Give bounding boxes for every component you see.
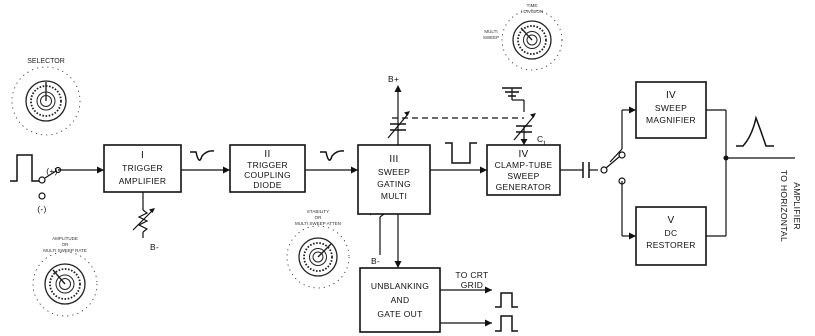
svg-text:I: I bbox=[141, 150, 144, 161]
waveform-gate-pulse bbox=[445, 142, 477, 164]
block-trigger-coupling-diode: II TRIGGER COUPLING DIODE bbox=[229, 144, 306, 193]
ground-symbol-icon bbox=[502, 87, 522, 97]
amplitude-knob bbox=[32, 251, 98, 317]
to-crt-label: TO CRT bbox=[455, 270, 488, 280]
svg-text:SWEEP: SWEEP bbox=[507, 171, 539, 181]
amplitude-knob-label: AMPLITUDE bbox=[52, 236, 78, 241]
svg-text:IV: IV bbox=[518, 149, 528, 160]
svg-text:TRIGGER: TRIGGER bbox=[122, 163, 163, 173]
timing-capacitor-icon bbox=[513, 113, 536, 141]
waveform-sawtooth bbox=[736, 115, 774, 147]
block-clamp-tube-sweep-generator: IV CLAMP-TUBE SWEEP GENERATOR bbox=[486, 144, 561, 196]
amplifier-label: AMPLIFIER bbox=[792, 182, 802, 230]
selector-knob-label: SELECTOR bbox=[27, 58, 65, 65]
polarity-minus-label: (-) bbox=[37, 204, 46, 214]
amplitude-resistor-icon bbox=[132, 192, 155, 238]
svg-text:AMPLIFIER: AMPLIFIER bbox=[119, 176, 167, 186]
svg-text:GENERATOR: GENERATOR bbox=[496, 182, 552, 192]
time-knob-label-sweep: SWEEP bbox=[483, 35, 499, 40]
stability-knob-label-or: OR bbox=[315, 215, 323, 220]
b-minus-label-1: B- bbox=[150, 242, 159, 252]
polarity-switch-icon bbox=[38, 166, 62, 200]
amplitude-knob-label-or: OR bbox=[62, 242, 70, 247]
output-switch-icon bbox=[600, 151, 626, 185]
svg-text:III: III bbox=[389, 154, 398, 165]
ct-label: Ct bbox=[537, 134, 546, 147]
stability-knob bbox=[286, 225, 350, 289]
svg-text:MULTI: MULTI bbox=[381, 191, 407, 201]
svg-text:SWEEP: SWEEP bbox=[378, 167, 410, 177]
svg-text:GATE OUT: GATE OUT bbox=[377, 309, 422, 319]
block-sweep-magnifier: IV SWEEP MAGNIFIER bbox=[635, 81, 707, 139]
time-knob-label: TIME bbox=[527, 3, 538, 8]
selector-knob bbox=[11, 66, 81, 136]
signal-wires bbox=[58, 88, 795, 324]
waveform-input-pulse bbox=[10, 154, 39, 182]
svg-text:DC: DC bbox=[665, 228, 678, 238]
svg-text:COUPLING: COUPLING bbox=[244, 170, 291, 180]
svg-text:II: II bbox=[264, 149, 270, 160]
variable-capacitor-b-plus-icon bbox=[387, 111, 410, 139]
svg-text:CLAMP-TUBE: CLAMP-TUBE bbox=[495, 160, 553, 170]
svg-text:UNBLANKING: UNBLANKING bbox=[371, 281, 429, 291]
b-plus-label: B+ bbox=[388, 74, 399, 84]
svg-text:AND: AND bbox=[391, 295, 410, 305]
waveform-crt-pulse bbox=[495, 292, 518, 308]
waveform-trigger-spike-2 bbox=[320, 150, 345, 161]
time-knob-label-division: / DIVISION bbox=[521, 9, 543, 14]
svg-text:MAGNIFIER: MAGNIFIER bbox=[646, 115, 696, 125]
svg-text:DIODE: DIODE bbox=[253, 180, 281, 190]
block-trigger-amplifier: I TRIGGER AMPLIFIER bbox=[103, 144, 182, 193]
arrowheads bbox=[97, 85, 636, 327]
svg-text:RESTORER: RESTORER bbox=[646, 240, 695, 250]
waveform-trigger-spike-1 bbox=[190, 150, 215, 161]
svg-text:TRIGGER: TRIGGER bbox=[247, 160, 288, 170]
block-unblanking-gate-out: UNBLANKING AND GATE OUT bbox=[359, 267, 441, 333]
to-horizontal-label: TO HORIZONTAL bbox=[779, 170, 789, 242]
svg-text:IV: IV bbox=[666, 90, 676, 101]
coupling-capacitor-icon bbox=[582, 162, 590, 178]
block-dc-restorer: V DC RESTORER bbox=[635, 206, 707, 266]
svg-text:SWEEP: SWEEP bbox=[655, 103, 687, 113]
time-knob-label-multi: MULTI bbox=[484, 29, 497, 34]
waveform-gate-out-pulse bbox=[495, 315, 518, 332]
time-division-knob bbox=[501, 9, 563, 71]
svg-text:GATING: GATING bbox=[377, 179, 411, 189]
junction-dot-icon bbox=[723, 155, 729, 161]
stability-knob-label: STABILITY bbox=[307, 209, 329, 214]
block-sweep-gating-multi: III SWEEP GATING MULTI bbox=[357, 144, 431, 215]
polarity-plus-label: (+) bbox=[46, 166, 58, 176]
b-minus-label-2: B- bbox=[371, 256, 380, 266]
amplitude-knob-label-rate: MULTI SWEEP RATE bbox=[43, 248, 87, 253]
stability-knob-label-atten: MULTI SWEEP ATTEN bbox=[295, 221, 341, 226]
svg-text:V: V bbox=[668, 215, 675, 226]
grid-label: GRID bbox=[461, 280, 483, 290]
